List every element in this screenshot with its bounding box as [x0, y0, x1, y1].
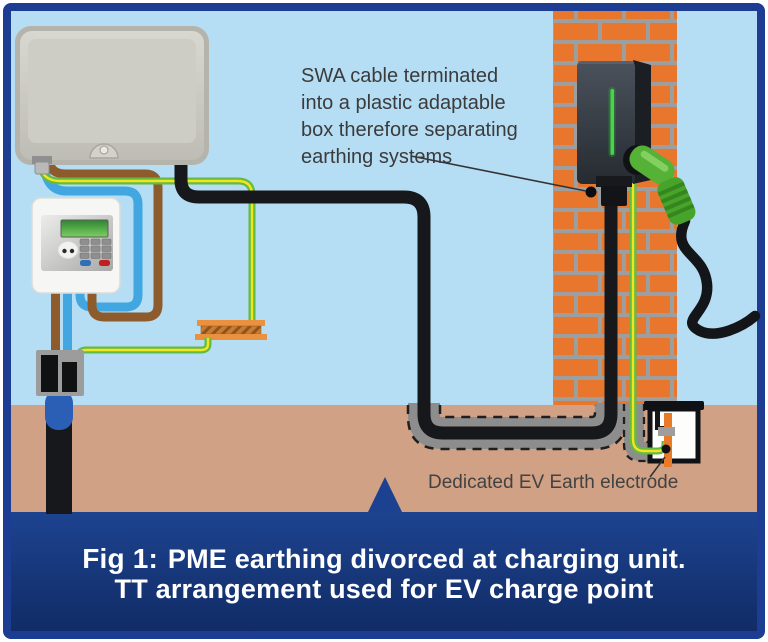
charger-led-strip [610, 89, 614, 155]
wire-brown-loop [45, 162, 163, 322]
adaptable-box [15, 26, 209, 175]
caption-band-notch [368, 477, 402, 512]
meter-blue-button [80, 260, 91, 266]
charger-adaptable-box [596, 176, 632, 187]
ev-charger [577, 60, 651, 206]
caption-line-1: Fig 1: PME earthing divorced at charging … [12, 543, 756, 575]
meter-tail-wires [51, 289, 72, 355]
caption-line1-text: PME earthing divorced at charging unit. [167, 544, 686, 574]
met-busbar [195, 320, 267, 340]
cutout-fuse [41, 355, 58, 392]
connector-cable [675, 215, 761, 339]
caption-fig-number: Fig 1: [82, 543, 159, 574]
electrode-pointer-line [649, 456, 666, 478]
electricity-meter [31, 197, 121, 294]
charging-connector [629, 145, 761, 339]
annotation-swa-note: SWA cable terminated into a plastic adap… [301, 65, 518, 168]
cutout-fuse [62, 362, 77, 392]
rod-clamp [658, 427, 675, 436]
caption-band [11, 512, 757, 631]
wire-blue-loop [39, 165, 143, 312]
earth-rod-assembly [655, 411, 675, 467]
annotation-pointer-line [410, 155, 587, 192]
meter-keypad [79, 238, 112, 259]
meter-red-button [99, 260, 110, 266]
caption-line-2: TT arrangement used for EV charge point [114, 574, 654, 604]
charger-box-gland [585, 186, 597, 198]
label-ev-earth-electrode: Dedicated EV Earth electrode [428, 472, 679, 493]
meter-lcd-display [60, 219, 109, 238]
service-head [36, 350, 84, 514]
earth-rod [664, 413, 672, 467]
supply-cable [46, 418, 72, 514]
figure-caption: Fig 1: PME earthing divorced at charging … [12, 543, 756, 605]
supply-cable-sheath [45, 390, 73, 430]
cable-gland [32, 156, 52, 164]
